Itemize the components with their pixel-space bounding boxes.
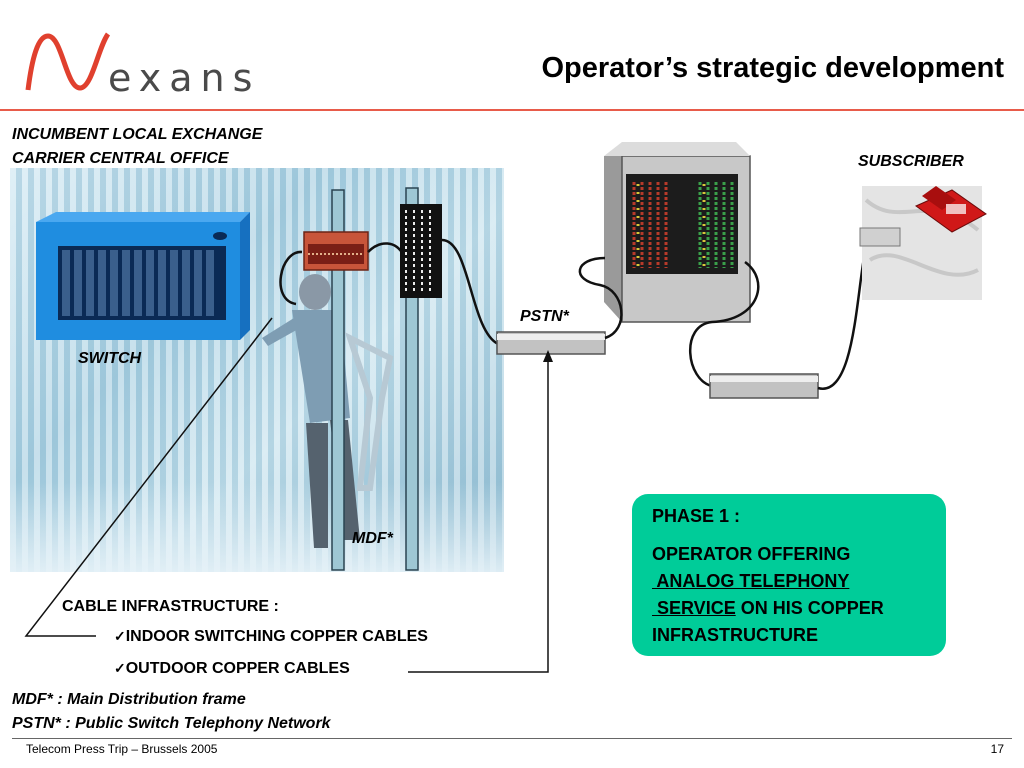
office-heading-line1: INCUMBENT LOCAL EXCHANGE	[12, 126, 263, 143]
phase-1-box	[632, 494, 946, 656]
cable-to-pstn	[441, 238, 499, 346]
callout-line-indoor	[24, 317, 273, 637]
callout-line-outdoor	[408, 352, 549, 673]
note-mdf: MDF* : Main Distribution frame	[12, 691, 246, 708]
street-cross-connect-cabinet	[604, 142, 751, 323]
switch-label: SWITCH	[78, 350, 142, 367]
phase-1-line3-rest: ON HIS COPPER	[735, 598, 884, 618]
subscriber-label: SUBSCRIBER	[858, 153, 964, 170]
pstn-cable-segment	[496, 331, 606, 355]
checkmark-icon: ✓	[114, 628, 126, 644]
phase-1-line3-underlined: SERVICE	[652, 598, 736, 618]
nexans-logo-mark	[25, 32, 111, 91]
footer-divider	[12, 738, 1012, 739]
note-pstn: PSTN* : Public Switch Telephony Network	[12, 715, 331, 732]
cable-item-outdoor: ✓OUTDOOR COPPER CABLES	[114, 660, 350, 678]
office-heading-line2: CARRIER CENTRAL OFFICE	[12, 150, 229, 167]
callout-arrowhead	[543, 350, 553, 362]
cable-pstn-to-cabinet	[578, 256, 623, 340]
nexans-logo	[22, 28, 262, 100]
office-heading: INCUMBENT LOCAL EXCHANGE CARRIER CENTRAL…	[12, 123, 262, 171]
red-telephone-icon	[915, 186, 987, 233]
jumper-cable-left	[279, 250, 303, 306]
slide-title: Operator’s strategic development	[541, 52, 1004, 84]
mdf-pole-left	[331, 189, 345, 571]
mdf-label: MDF*	[352, 530, 393, 547]
floor-fade	[10, 482, 504, 572]
cable-cabinet-to-distribution	[688, 260, 760, 388]
phase-1-line4: INFRASTRUCTURE	[652, 625, 818, 645]
phase-1-line1: OPERATOR OFFERING	[652, 544, 851, 564]
switch-cabinet	[36, 212, 250, 340]
checkmark-icon: ✓	[114, 660, 126, 676]
phase-1-title: PHASE 1 :	[652, 506, 741, 526]
abbreviation-notes: MDF* : Main Distribution frame PSTN* : P…	[12, 688, 331, 736]
cable-item-indoor-text: INDOOR SWITCHING COPPER CABLES	[125, 628, 428, 645]
pstn-label: PSTN*	[520, 308, 569, 325]
page-number: 17	[990, 742, 1004, 756]
header-divider	[0, 109, 1024, 111]
phase-1-line2: ANALOG TELEPHONY	[652, 571, 850, 591]
footer-event: Telecom Press Trip – Brussels 2005	[26, 742, 218, 756]
cable-infrastructure-heading: CABLE INFRASTRUCTURE :	[62, 598, 279, 615]
jumper-cable-middle	[367, 242, 406, 257]
distribution-cable-segment	[709, 373, 819, 399]
mdf-punch-block	[400, 204, 442, 298]
indoor-terminal-block	[303, 231, 369, 271]
cable-item-indoor: ✓INDOOR SWITCHING COPPER CABLES	[114, 628, 428, 646]
phase-1-description: OPERATOR OFFERING ANALOG TELEPHONY SERVI…	[652, 541, 884, 649]
logo-wordmark: exans	[108, 56, 261, 100]
cable-item-outdoor-text: OUTDOOR COPPER CABLES	[125, 660, 350, 677]
